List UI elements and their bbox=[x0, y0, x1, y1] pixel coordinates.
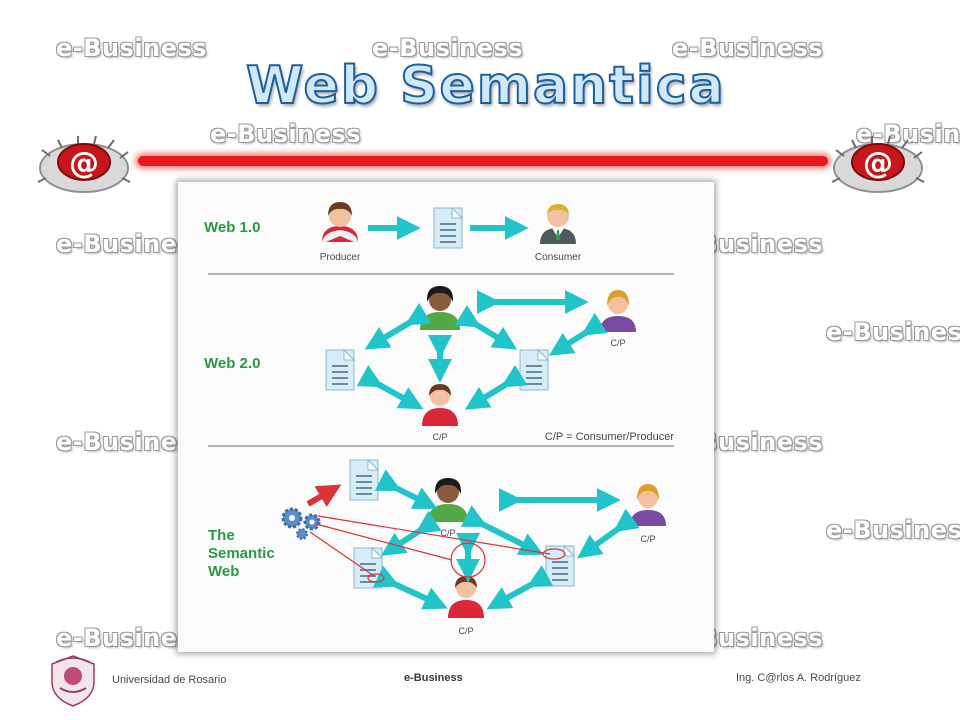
watermark: e-Business bbox=[372, 34, 524, 62]
web-evolution-diagram: Web 1.0 Producer Consumer Web 2.0 C/P bbox=[178, 182, 714, 652]
diagram-canvas: Web 1.0 Producer Consumer Web 2.0 C/P bbox=[204, 202, 674, 636]
watermark: e-Business bbox=[210, 120, 362, 148]
document-icon bbox=[433, 207, 463, 249]
web2-arrows bbox=[356, 290, 608, 410]
cp-label: C/P bbox=[610, 338, 625, 348]
university-crest-icon bbox=[44, 652, 102, 708]
footer-university: Universidad de Rosario bbox=[112, 674, 227, 686]
footer-author: Ing. C@rlos A. Rodríguez bbox=[736, 672, 861, 684]
bottom-red-person-icon bbox=[422, 384, 458, 426]
right-purple-person-icon bbox=[630, 484, 666, 526]
semantic-arrows bbox=[373, 469, 640, 610]
web2-label: Web 2.0 bbox=[204, 355, 260, 372]
semantic-label-line2: Semantic bbox=[208, 545, 275, 562]
right-purple-person-icon bbox=[600, 290, 636, 332]
gears-icon bbox=[281, 507, 321, 540]
consumer-label: Consumer bbox=[535, 252, 582, 263]
cp-label: C/P bbox=[440, 528, 455, 538]
red-arrow bbox=[306, 484, 342, 508]
producer-person-icon bbox=[322, 202, 358, 242]
at-sign-logo-icon: @ bbox=[831, 135, 925, 193]
web1-label: Web 1.0 bbox=[204, 219, 260, 236]
semantic-annotations bbox=[309, 515, 566, 583]
at-sign-logo-icon: @ bbox=[37, 135, 131, 193]
watermark: e-Business bbox=[56, 34, 208, 62]
svg-text:@: @ bbox=[69, 146, 99, 181]
watermark: e-Business bbox=[826, 516, 960, 544]
bottom-red-person-icon bbox=[448, 576, 484, 618]
document-icon bbox=[325, 349, 355, 391]
slide-title: Web Semantica bbox=[245, 55, 726, 117]
consumer-person-icon bbox=[540, 204, 576, 244]
semantic-label-line3: Web bbox=[208, 563, 239, 580]
document-icon bbox=[545, 545, 575, 587]
producer-label: Producer bbox=[320, 252, 361, 263]
title-underline-bar bbox=[138, 156, 828, 166]
cp-label: C/P bbox=[458, 626, 473, 636]
cp-label: C/P bbox=[432, 432, 447, 442]
document-icon bbox=[349, 459, 379, 501]
top-green-person-icon bbox=[420, 286, 460, 330]
semantic-label-line1: The bbox=[208, 527, 235, 544]
center-green-person-icon bbox=[428, 478, 468, 522]
document-icon bbox=[519, 349, 549, 391]
footer-course: e-Business bbox=[404, 672, 463, 684]
watermark: e-Business bbox=[826, 318, 960, 346]
cp-legend: C/P = Consumer/Producer bbox=[545, 431, 674, 443]
cp-label: C/P bbox=[640, 534, 655, 544]
watermark: e-Business bbox=[672, 34, 824, 62]
svg-text:@: @ bbox=[863, 146, 893, 181]
